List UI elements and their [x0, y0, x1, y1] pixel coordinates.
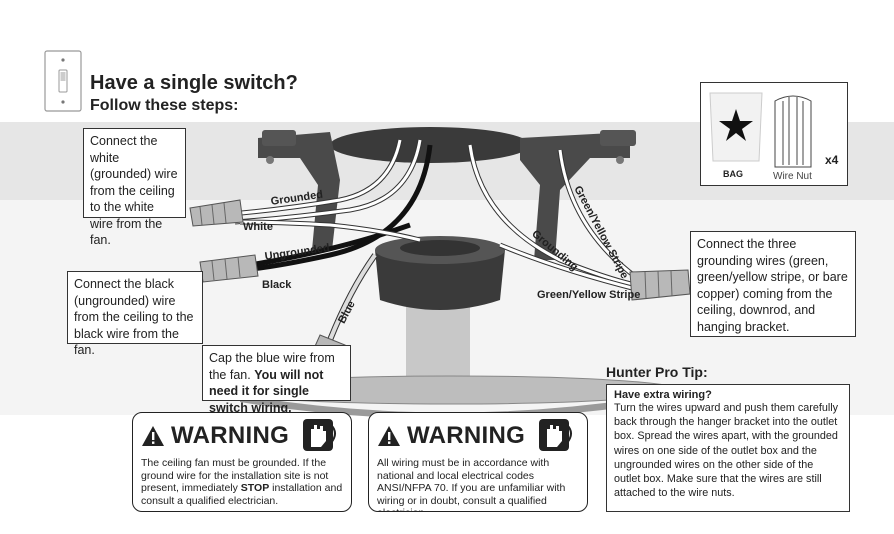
wire-nut-label: Wire Nut — [773, 171, 812, 182]
warning-box-grounding: WARNING The ceiling fan must be grounded… — [132, 412, 352, 512]
label-black: Black — [262, 279, 292, 291]
warning-box-codes: WARNING All wiring must be in accordance… — [368, 412, 588, 512]
shock-hand-icon — [303, 419, 336, 451]
callout-grounding-wires: Connect the three grounding wires (green… — [690, 231, 856, 337]
callout-blue-text: Cap the blue wire from the fan. — [209, 351, 335, 382]
wire-nut-white — [189, 199, 244, 227]
alert-triangle-icon — [378, 426, 400, 446]
warning-text-part-2: installation and consult a qualified ele… — [141, 482, 343, 507]
wire-nut-icon — [774, 95, 812, 168]
pro-tip-box: Have extra wiring? Turn the wires upward… — [606, 384, 850, 512]
label-green-yellow-stripe: Green/Yellow Stripe — [537, 289, 641, 301]
quantity-label: x4 — [825, 153, 839, 167]
shock-hand-icon — [539, 419, 572, 451]
page-subtitle: Follow these steps: — [90, 97, 239, 114]
wire-nut-black — [199, 254, 259, 283]
warning-text-grounding: The ceiling fan must be grounded. If the… — [141, 457, 343, 507]
callout-white-wire: Connect the white (grounded) wire from t… — [83, 128, 186, 247]
callout-white-text: Connect the white (grounded) wire from t… — [90, 134, 178, 247]
label-white: White — [243, 221, 273, 233]
warning-title: WARNING — [171, 422, 290, 449]
page-title: Have a single switch? — [90, 72, 298, 94]
pro-tip-title: Hunter Pro Tip: — [606, 364, 708, 380]
pro-tip-text: Turn the wires upward and push them care… — [614, 402, 839, 500]
alert-triangle-icon — [142, 426, 164, 446]
warning-text-part-1: The ceiling fan must be grounded. If the… — [141, 457, 329, 494]
callout-black-text: Connect the black (ungrounded) wire from… — [74, 277, 194, 357]
warning-title: WARNING — [407, 422, 526, 449]
callout-black-wire: Connect the black (ungrounded) wire from… — [67, 271, 203, 357]
callout-blue-wire: Cap the blue wire from the fan. You will… — [202, 345, 351, 415]
warning-text-codes: All wiring must be in accordance with na… — [377, 457, 566, 511]
warning-text-stop: STOP — [240, 482, 270, 494]
callout-blue-bold-text: You will not need it for single switch w… — [209, 367, 324, 415]
callout-ground-text: Connect the three grounding wires (green… — [697, 237, 848, 334]
star-icon — [719, 109, 753, 141]
wall-switch-icon — [44, 50, 82, 112]
pro-tip-heading: Have extra wiring? — [614, 389, 712, 401]
bag-label: BAG — [723, 169, 743, 179]
parts-box: BAG Wire Nut x4 — [700, 82, 848, 186]
bag-icon — [709, 92, 763, 162]
